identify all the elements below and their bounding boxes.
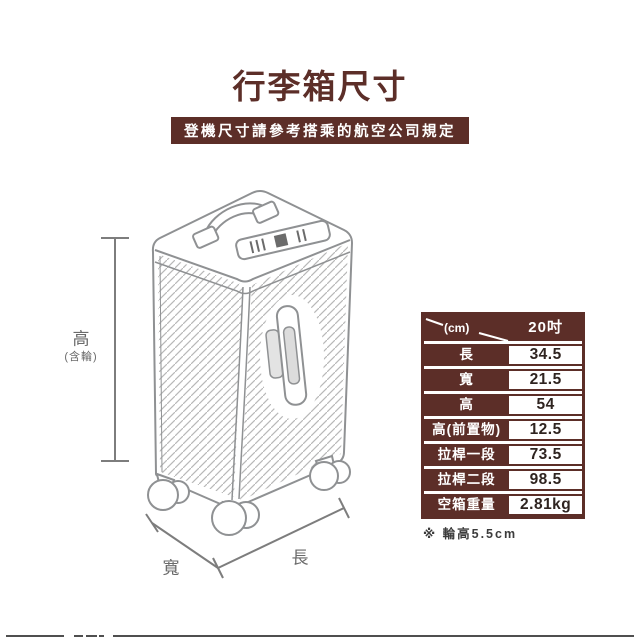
subtitle-text: 登機尺寸請參考搭乘的航空公司規定 bbox=[184, 124, 456, 140]
lock-panel bbox=[235, 219, 331, 261]
row-label: 高 bbox=[459, 397, 474, 412]
row-label: 空箱重量 bbox=[437, 497, 496, 512]
row-value: 73.5 bbox=[509, 446, 582, 464]
table-row: 寬 21.5 bbox=[424, 369, 582, 391]
suitcase-diagram: 高 (含輪) 寬 長 bbox=[55, 180, 365, 580]
suitcase-body bbox=[151, 190, 353, 509]
row-separator bbox=[424, 441, 582, 444]
unit-label: (cm) bbox=[444, 321, 470, 335]
size-column-header: 20吋 bbox=[528, 319, 563, 336]
size-spec-table: (cm) 20吋 長 34.5 寬 21.5 高 54 高(前置物) 12.5 … bbox=[421, 312, 585, 519]
width-dimension-label: 寬 bbox=[162, 558, 180, 578]
row-separator bbox=[424, 491, 582, 494]
row-separator bbox=[424, 466, 582, 469]
carry-handle bbox=[192, 200, 280, 249]
wheel-height-footnote: ※ 輪高5.5cm bbox=[423, 527, 518, 541]
unit-header-cell: (cm) bbox=[424, 315, 509, 342]
table-header-row: (cm) 20吋 bbox=[424, 315, 582, 342]
row-value: 2.81kg bbox=[509, 496, 582, 514]
height-dimension-line bbox=[101, 237, 129, 462]
cutoff-line bbox=[113, 635, 634, 637]
cutoff-line bbox=[86, 635, 97, 637]
row-label: 拉桿二段 bbox=[437, 472, 496, 487]
row-separator bbox=[424, 416, 582, 419]
table-row: 空箱重量 2.81kg bbox=[424, 494, 582, 516]
length-dimension-line bbox=[217, 497, 350, 569]
table-row: 拉桿二段 98.5 bbox=[424, 469, 582, 491]
table-row: 高 54 bbox=[424, 394, 582, 416]
row-value: 34.5 bbox=[509, 346, 582, 364]
suitcase-illustration bbox=[101, 190, 353, 579]
table-row: 長 34.5 bbox=[424, 344, 582, 366]
cutoff-line bbox=[74, 635, 83, 637]
table-row: 拉桿一段 73.5 bbox=[424, 444, 582, 466]
row-separator bbox=[424, 341, 582, 344]
row-value: 21.5 bbox=[509, 371, 582, 389]
row-label: 寬 bbox=[459, 372, 474, 387]
row-label: 拉桿一段 bbox=[437, 447, 496, 462]
cutoff-line bbox=[6, 635, 64, 637]
height-dimension-label: 高 bbox=[72, 329, 90, 349]
height-dimension-sublabel: (含輪) bbox=[64, 351, 98, 363]
cutoff-line bbox=[99, 635, 104, 637]
page-title: 行李箱尺寸 bbox=[232, 68, 408, 105]
diagonal-divider bbox=[425, 318, 509, 342]
row-value: 12.5 bbox=[509, 421, 582, 439]
side-handle bbox=[265, 305, 308, 406]
length-dimension-label: 長 bbox=[291, 548, 309, 568]
row-value: 98.5 bbox=[509, 471, 582, 489]
row-value: 54 bbox=[509, 396, 582, 414]
row-label: 高(前置物) bbox=[432, 422, 502, 437]
width-dimension-line bbox=[145, 513, 224, 579]
wheels bbox=[147, 454, 351, 536]
row-separator bbox=[424, 366, 582, 369]
row-separator bbox=[424, 391, 582, 394]
row-label: 長 bbox=[459, 347, 474, 362]
table-row: 高(前置物) 12.5 bbox=[424, 419, 582, 441]
subtitle-banner: 登機尺寸請參考搭乘的航空公司規定 bbox=[171, 117, 469, 144]
